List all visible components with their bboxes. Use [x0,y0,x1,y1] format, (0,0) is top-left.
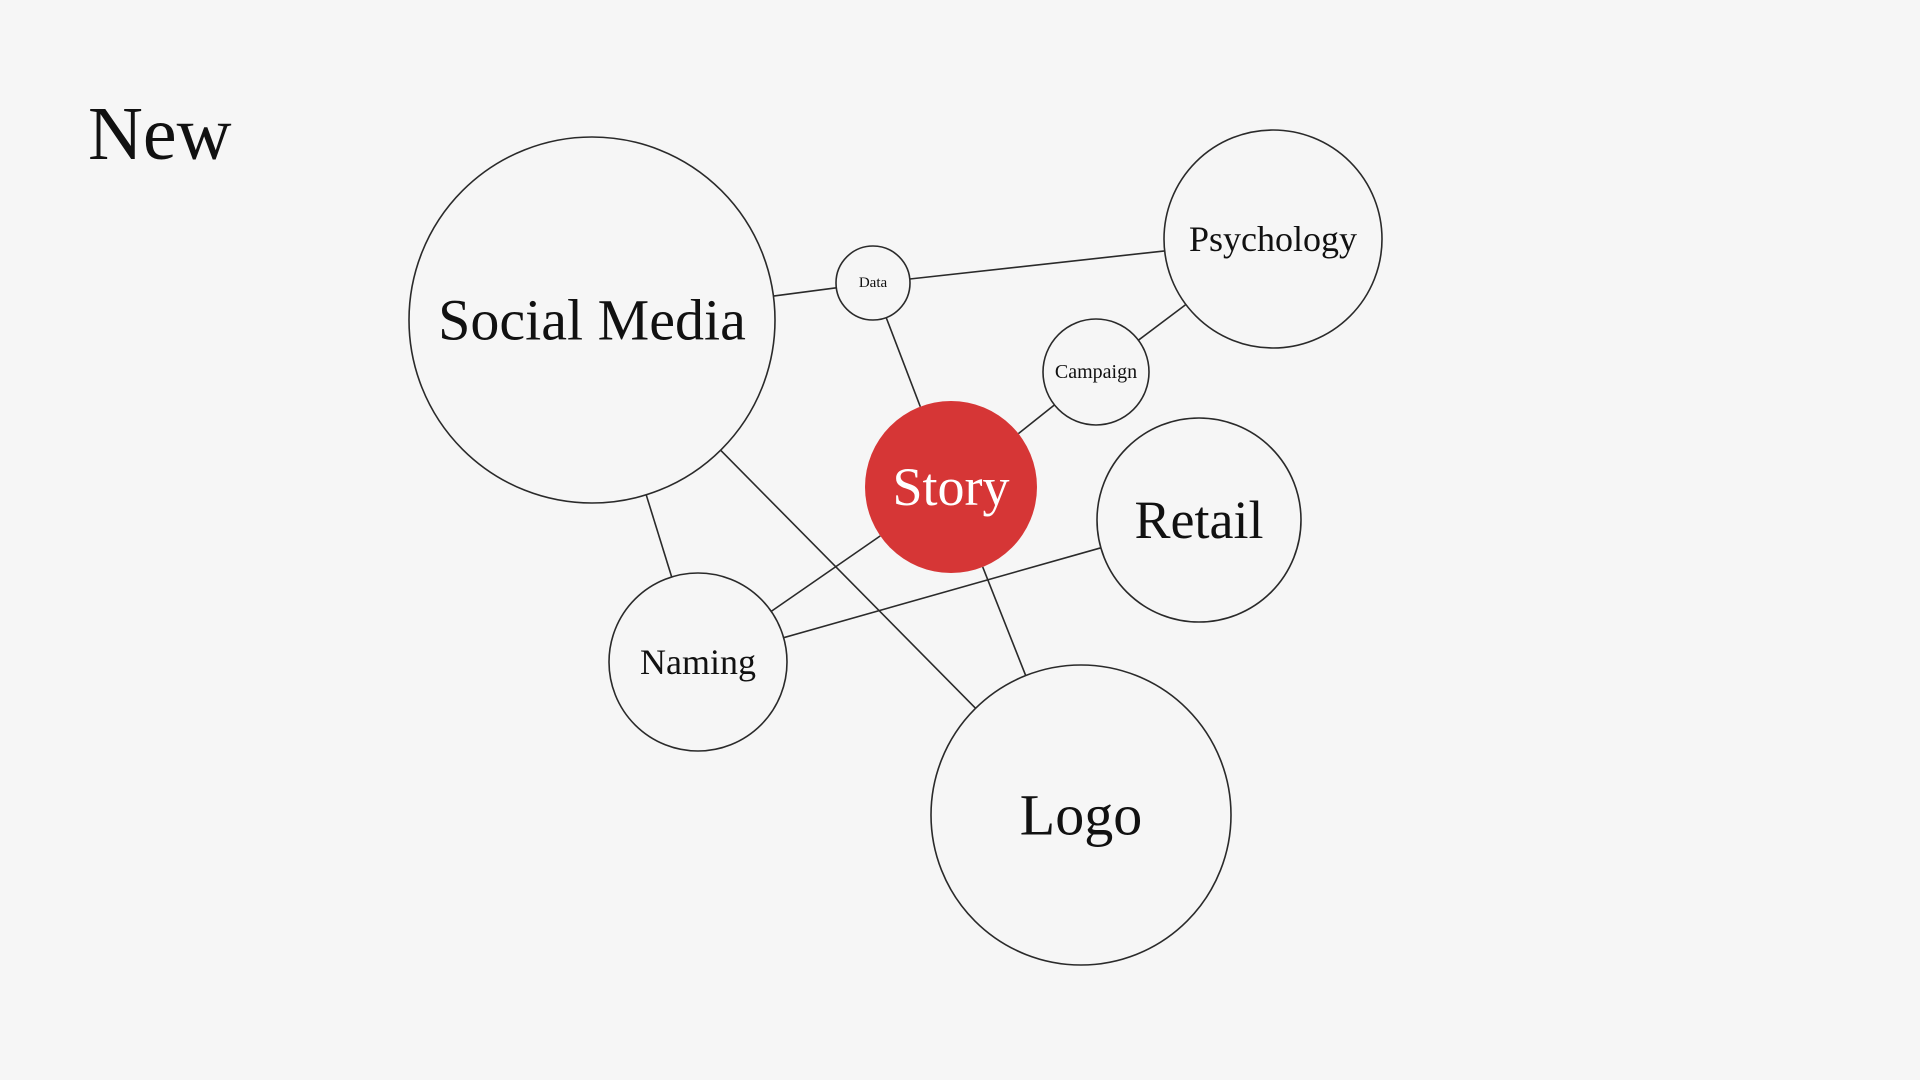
edge-retail-naming [783,547,1102,639]
node-circle-story [865,401,1037,573]
node-circle-data [835,245,911,321]
node-label-data: Data [859,275,888,291]
node-circle-naming [608,572,788,752]
node-label-logo: Logo [1020,783,1142,848]
node-label-campaign: Campaign [1055,361,1137,383]
edge-social-media-data [773,287,837,297]
node-campaign: Campaign [1042,318,1150,426]
node-story: Story [865,401,1037,573]
slide-title: New [88,92,232,176]
node-naming: Naming [608,572,788,752]
node-social-media: Social Media [408,136,776,504]
edge-story-logo [981,566,1027,676]
node-label-story: Story [892,457,1009,517]
node-circle-psychology [1163,129,1383,349]
edges-layer [645,250,1187,709]
node-circle-logo [930,664,1232,966]
node-label-naming: Naming [640,642,756,682]
edge-campaign-story [1017,404,1055,435]
node-label-retail: Retail [1135,490,1264,550]
node-data: Data [835,245,911,321]
node-circle-retail [1096,417,1302,623]
edge-social-media-logo [720,449,977,709]
edge-data-psychology [909,250,1165,280]
node-circle-campaign [1042,318,1150,426]
edge-story-naming [770,535,881,613]
node-label-social-media: Social Media [438,288,746,353]
node-label-psychology: Psychology [1189,219,1357,259]
nodes-layer: Social Media Data PsychologyCampaignStoryR… [408,129,1383,966]
edge-data-story [885,317,922,407]
node-psychology: Psychology [1163,129,1383,349]
node-retail: Retail [1096,417,1302,623]
node-circle-social-media [408,136,776,504]
edge-psychology-campaign [1137,303,1187,341]
edge-social-media-naming [645,494,673,578]
node-logo: Logo [930,664,1232,966]
